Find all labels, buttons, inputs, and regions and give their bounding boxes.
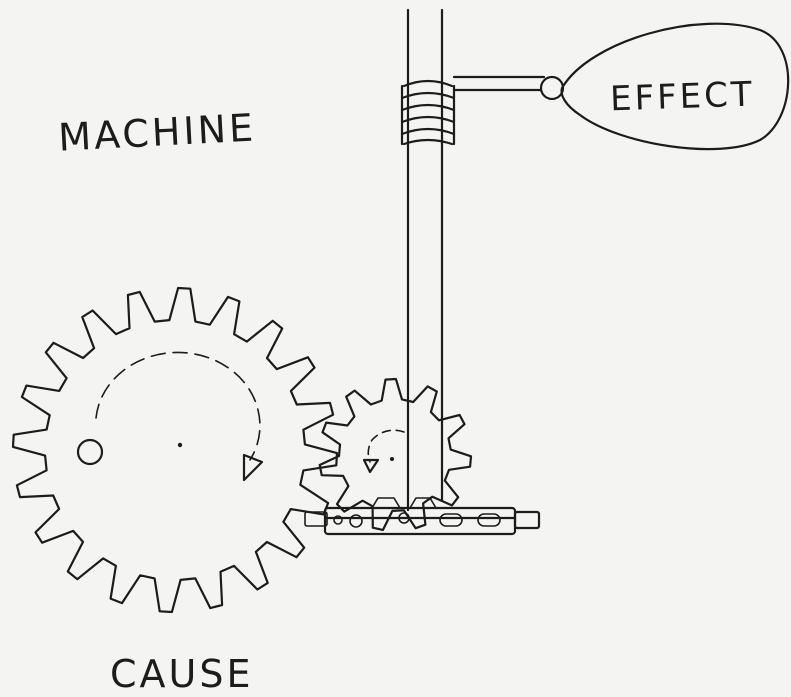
- cause-gear: [11, 286, 339, 614]
- cause-gear-axle: [177, 442, 183, 448]
- effect-balloon: [560, 22, 790, 151]
- pole: [406, 8, 444, 512]
- rope-coil: [400, 79, 456, 146]
- cause-arrowhead-icon: [242, 453, 264, 482]
- machine-label: MACHINE: [57, 105, 257, 159]
- effect-gear-axle: [390, 457, 394, 461]
- cause-label: CAUSE: [110, 652, 253, 696]
- effect-rotation-arrow: [367, 429, 405, 463]
- rope: [452, 75, 565, 101]
- effect-label: EFFECT: [609, 74, 755, 119]
- cause-rotation-arrow: [95, 351, 261, 461]
- effect-arrowhead-icon: [362, 458, 380, 474]
- rack-bar: [304, 497, 541, 536]
- effect-gear: [318, 377, 473, 532]
- cause-gear-hole: [76, 438, 104, 466]
